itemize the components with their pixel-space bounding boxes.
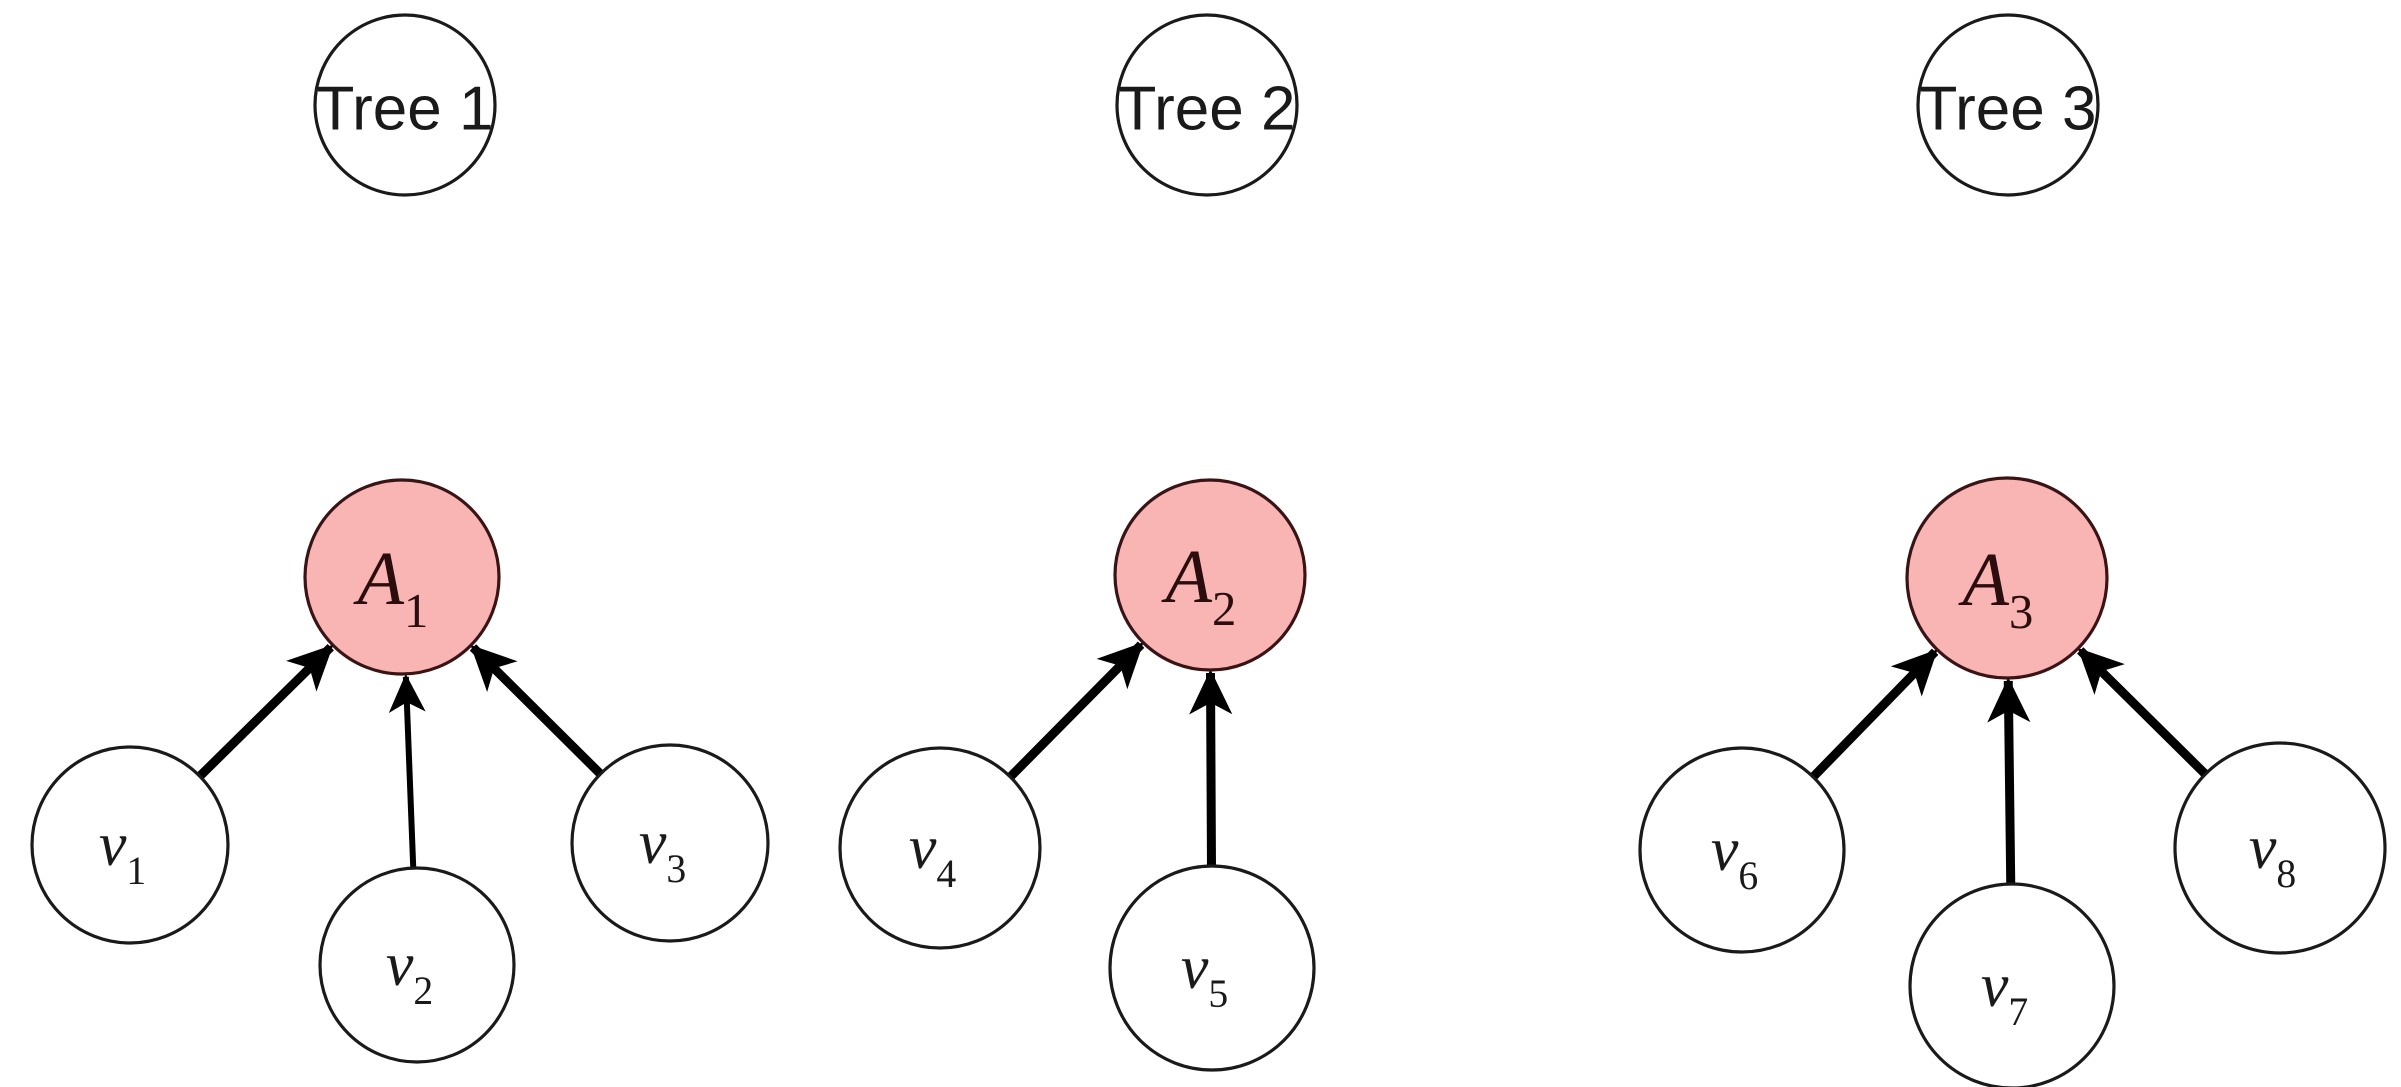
- leaf-node-label: v2: [386, 931, 433, 1013]
- edge-v5-to-A2: [1189, 669, 1233, 869]
- leaf-node-circle[interactable]: [318, 866, 516, 1064]
- leaf-node-v6[interactable]: v6: [1638, 746, 1846, 954]
- leaf-node-circle[interactable]: [1638, 746, 1846, 954]
- tree-header-circle: [313, 13, 497, 197]
- edge-v3-to-A1: [469, 644, 606, 779]
- tree-header-label: Tree 1: [317, 75, 494, 144]
- tree-header-label: Tree 3: [1920, 75, 2097, 144]
- tree-headers-layer: Tree 1 Tree 2 Tree 3: [313, 13, 2100, 197]
- nodes-layer: A1 v1 v2 v3 A2 v4 v5 A3 v6 v7 v8: [30, 476, 2387, 1087]
- tree-header-label: Tree 2: [1119, 75, 1296, 144]
- aggregate-node-circle[interactable]: [303, 478, 501, 676]
- edge-v1-to-A1: [195, 643, 334, 781]
- edge-v4-to-A2: [1005, 641, 1145, 782]
- leaf-node-circle[interactable]: [1108, 864, 1316, 1072]
- edge-v8-to-A3: [2077, 647, 2210, 779]
- tree-header-circle: [1916, 13, 2100, 197]
- leaf-node-v2[interactable]: v2: [318, 866, 516, 1064]
- leaf-node-label: v4: [909, 814, 957, 896]
- edge-v7-to-A3: [1987, 677, 2031, 887]
- leaf-node-label: v3: [639, 809, 686, 891]
- leaf-node-circle[interactable]: [2173, 741, 2387, 955]
- aggregate-node-a2[interactable]: A2: [1113, 478, 1307, 672]
- edges-layer: [195, 641, 2210, 887]
- leaf-node-v4[interactable]: v4: [838, 746, 1042, 950]
- aggregate-node-a1[interactable]: A1: [303, 478, 501, 676]
- leaf-node-label: v6: [1711, 816, 1758, 898]
- leaf-node-v7[interactable]: v7: [1908, 882, 2116, 1087]
- tree-header-1: Tree 1: [313, 13, 497, 197]
- leaf-node-v8[interactable]: v8: [2173, 741, 2387, 955]
- leaf-node-v3[interactable]: v3: [570, 743, 770, 943]
- leaf-node-v5[interactable]: v5: [1108, 864, 1316, 1072]
- leaf-node-label: v8: [2249, 814, 2296, 896]
- aggregate-node-circle[interactable]: [1113, 478, 1307, 672]
- edge-v6-to-A3: [1808, 648, 1939, 782]
- tree-header-2: Tree 2: [1115, 13, 1299, 197]
- edge-v2-to-A1: [388, 673, 426, 871]
- leaf-node-circle[interactable]: [570, 743, 770, 943]
- aggregate-node-circle[interactable]: [1905, 476, 2109, 680]
- tree-header-3: Tree 3: [1916, 13, 2100, 197]
- aggregate-node-label: A1: [353, 537, 429, 638]
- aggregate-node-a3[interactable]: A3: [1905, 476, 2109, 680]
- leaf-node-v1[interactable]: v1: [30, 745, 230, 945]
- leaf-node-circle[interactable]: [1908, 882, 2116, 1087]
- aggregate-node-label: A2: [1161, 535, 1237, 636]
- aggregate-node-label: A3: [1958, 538, 2034, 639]
- leaf-node-label: v5: [1181, 934, 1228, 1016]
- leaf-node-label: v1: [99, 811, 146, 893]
- leaf-node-circle[interactable]: [838, 746, 1042, 950]
- tree-header-circle: [1115, 13, 1299, 197]
- leaf-node-label: v7: [1981, 952, 2028, 1034]
- leaf-node-circle[interactable]: [30, 745, 230, 945]
